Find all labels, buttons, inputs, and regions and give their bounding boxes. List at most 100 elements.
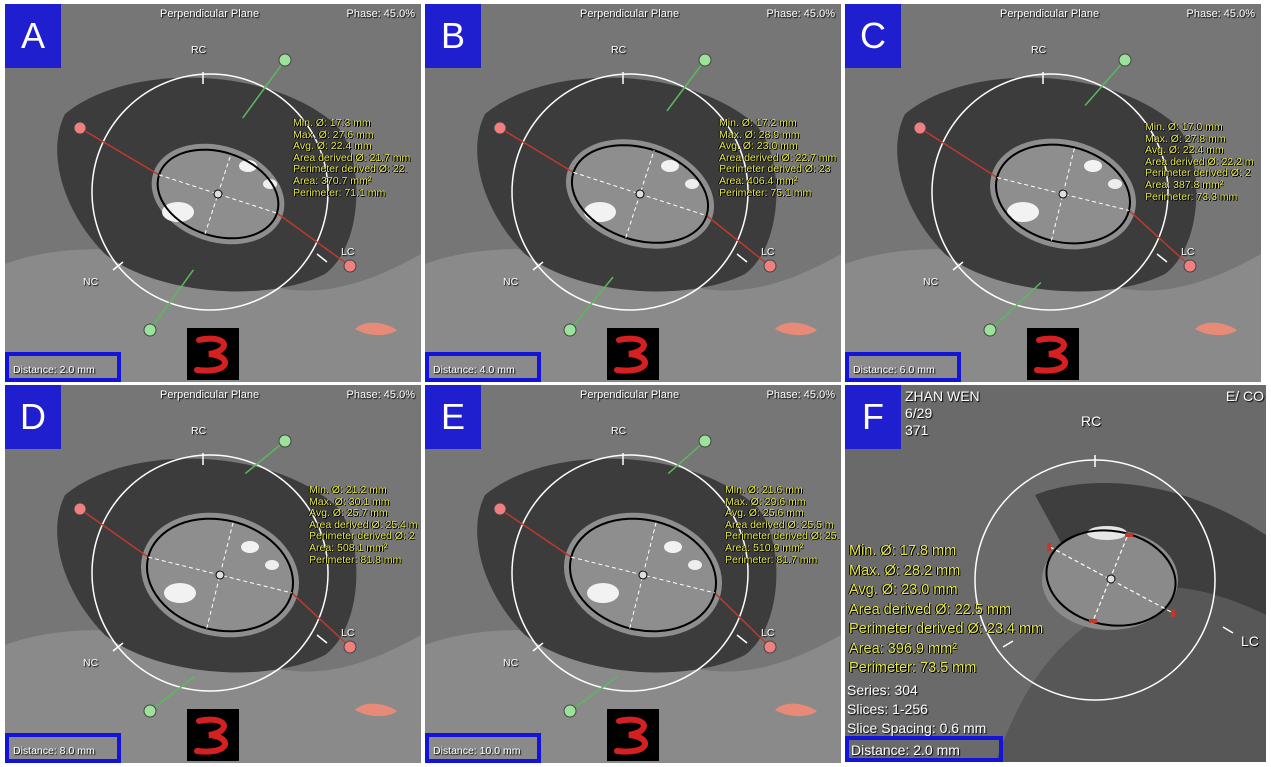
avg-diameter: Avg. Ø: 23.0 mm: [719, 140, 798, 153]
cusp-rc: RC: [1031, 44, 1047, 56]
max-diameter: Max. Ø: 30.1 mm: [309, 495, 390, 508]
area: Area: 510.9 mm²: [725, 541, 804, 554]
min-diameter: Min. Ø: 21.2 mm: [309, 484, 387, 496]
cusp-nc: NC: [83, 276, 99, 288]
min-diameter: Min. Ø: 17.8 mm: [849, 543, 957, 559]
area-derived-diameter: Area derived Ø: 22.7 mm: [719, 151, 837, 164]
area: Area: 396.9 mm²: [849, 640, 957, 657]
perimeter: Perimeter: 73.3 mm: [1145, 190, 1238, 203]
max-diameter: Max. Ø: 28.9 mm: [719, 128, 800, 141]
spiral-3d-icon: [194, 335, 229, 374]
cusp-nc: NC: [503, 657, 519, 669]
distance-label: Distance: 2.0 mm: [851, 742, 960, 758]
distance-box: Distance: 6.0 mm: [845, 352, 961, 382]
spiral-3d-icon: [194, 716, 229, 755]
cusp-rc: RC: [191, 425, 207, 437]
distance-label: Distance: 2.0 mm: [13, 364, 95, 376]
panel-d: D Perpendicular Plane Phase: 45.0% RC NC LC Mi…: [5, 385, 421, 763]
area-derived-diameter: Area derived Ø: 25.4 m: [309, 518, 418, 531]
ct-image-f: [845, 385, 1266, 762]
view-3d-icon: [1027, 328, 1079, 380]
spiral-3d-icon: [1034, 335, 1069, 374]
ct-image: [5, 385, 421, 763]
cusp-rc: RC: [611, 425, 627, 437]
distance-box: Distance: 10.0 mm: [425, 733, 541, 763]
view-3d-icon: [607, 328, 659, 380]
panel-letter: C: [845, 4, 901, 68]
avg-diameter: Avg. Ø: 22.4 mm: [1145, 144, 1224, 157]
plane-label: Perpendicular Plane: [580, 8, 680, 20]
study-line-2: 6/29: [905, 405, 933, 421]
phase-label: Phase: 45.0%: [346, 389, 416, 401]
cusp-nc: NC: [923, 276, 939, 288]
area-derived-diameter: Area derived Ø: 25.5 m: [725, 518, 834, 531]
perimeter-derived-diameter: Perimeter derived Ø: 23: [719, 163, 831, 176]
measurement-block: Min. Ø: 17.8 mm Max. Ø: 28.2 mm Avg. Ø: …: [849, 542, 1043, 679]
min-diameter: Min. Ø: 17.0 mm: [1145, 121, 1223, 133]
avg-diameter: Avg. Ø: 25.7 mm: [309, 507, 388, 520]
phase-label: Phase: 45.0%: [766, 8, 836, 20]
plane-label: Perpendicular Plane: [160, 389, 260, 401]
cusp-lc: LC: [1181, 246, 1195, 258]
cusp-lc: LC: [1241, 633, 1259, 649]
view-3d-icon: [187, 328, 239, 380]
perimeter-derived-diameter: Perimeter derived Ø: 2: [309, 530, 415, 543]
plane-label: Perpendicular Plane: [1000, 8, 1100, 20]
cusp-rc: RC: [191, 44, 207, 56]
top-right-label: E/ CO: [1225, 388, 1264, 404]
perimeter: Perimeter: 81.7 mm: [725, 553, 818, 566]
max-diameter: Max. Ø: 27.6 mm: [293, 128, 374, 141]
cusp-lc: LC: [341, 627, 355, 639]
area: Area: 370.7 mm²: [293, 174, 372, 187]
cusp-rc: RC: [1081, 413, 1102, 429]
area: Area: 387.8 mm²: [1145, 178, 1224, 191]
patient-name: ZHAN WEN: [905, 388, 980, 404]
distance-label: Distance: 6.0 mm: [853, 364, 935, 376]
plane-label: Perpendicular Plane: [160, 8, 260, 20]
perimeter: Perimeter: 81.8 mm: [309, 553, 402, 566]
ct-image: [5, 4, 421, 382]
distance-label: Distance: 8.0 mm: [13, 745, 95, 757]
slice-spacing-label: Slice Spacing: 0.6 mm: [847, 720, 987, 736]
distance-box: Distance: 2.0 mm: [5, 352, 121, 382]
max-diameter: Max. Ø: 27.8 mm: [1145, 132, 1226, 145]
panel-letter: B: [425, 4, 481, 68]
avg-diameter: Avg. Ø: 22.4 mm: [293, 140, 372, 153]
distance-box: Distance: 2.0 mm: [845, 736, 1003, 762]
area-derived-diameter: Area derived Ø: 22.2 m: [1145, 155, 1254, 168]
cusp-nc: NC: [83, 657, 99, 669]
phase-label: Phase: 45.0%: [346, 8, 416, 20]
avg-diameter: Avg. Ø: 25.6 mm: [725, 507, 804, 520]
cusp-lc: LC: [761, 627, 775, 639]
ct-image: [425, 4, 841, 382]
study-line-3: 371: [905, 422, 929, 438]
ct-image: [845, 4, 1261, 382]
phase-label: Phase: 45.0%: [1186, 8, 1256, 20]
perimeter: Perimeter: 71.1 mm: [293, 186, 386, 199]
perimeter-derived-diameter: Perimeter derived Ø: 2: [1145, 167, 1251, 180]
area-derived-diameter: Area derived Ø: 21.7 mm: [293, 151, 411, 164]
perimeter-derived-diameter: Perimeter derived Ø: 22.: [293, 163, 408, 176]
panel-letter: D: [5, 385, 61, 449]
spiral-3d-icon: [614, 716, 649, 755]
panel-letter: F: [845, 385, 901, 449]
cusp-lc: LC: [761, 246, 775, 258]
perimeter: Perimeter: 73.5 mm: [849, 660, 977, 676]
view-3d-icon: [607, 709, 659, 761]
min-diameter: Min. Ø: 17.3 mm: [293, 117, 371, 129]
ct-image: [425, 385, 841, 763]
series-label: Series: 304: [847, 682, 918, 698]
distance-label: Distance: 4.0 mm: [433, 364, 515, 376]
distance-box: Distance: 4.0 mm: [425, 352, 541, 382]
avg-diameter: Avg. Ø: 23.0 mm: [849, 582, 958, 598]
perimeter: Perimeter: 75.1 mm: [719, 186, 812, 199]
distance-label: Distance: 10.0 mm: [433, 745, 521, 757]
min-diameter: Min. Ø: 21.6 mm: [725, 484, 803, 496]
